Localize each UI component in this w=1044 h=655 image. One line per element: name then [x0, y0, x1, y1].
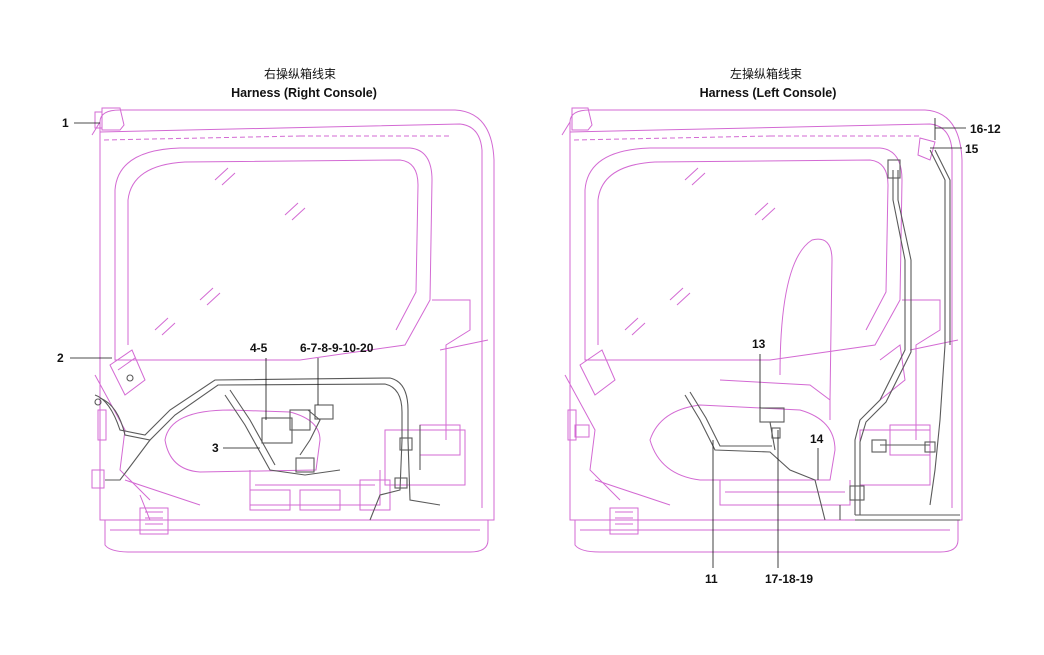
callout-15: 15 — [965, 142, 979, 156]
callout-11: 11 — [705, 572, 718, 586]
callout-4-5: 4-5 — [250, 341, 268, 355]
callout-14: 14 — [810, 432, 824, 446]
callout-6-20: 6-7-8-9-10-20 — [300, 341, 374, 355]
right-cab-outline — [91, 107, 495, 553]
left-callouts: 16-12 15 13 14 11 17-18-19 — [705, 118, 1001, 586]
left-panel-title-en: Harness (Left Console) — [700, 86, 837, 100]
left-console-panel: 左操纵箱线束 Harness (Left Console) — [561, 66, 1001, 586]
callout-17-19: 17-18-19 — [765, 572, 813, 586]
right-console-panel: 右操纵箱线束 Harness (Right Console) — [57, 66, 495, 553]
right-callouts: 1 2 3 4-5 6-7-8-9-10-20 — [57, 116, 374, 455]
callout-16-12: 16-12 — [970, 122, 1001, 136]
right-panel-title-en: Harness (Right Console) — [231, 86, 377, 100]
left-panel-title-cn: 左操纵箱线束 — [730, 66, 802, 81]
right-harness-wiring — [94, 374, 441, 521]
callout-1: 1 — [62, 116, 69, 130]
right-panel-title-cn: 右操纵箱线束 — [264, 66, 336, 81]
left-cab-outline — [561, 107, 963, 553]
callout-3: 3 — [212, 441, 219, 455]
callout-13: 13 — [752, 337, 766, 351]
left-harness-wiring — [684, 149, 960, 521]
callout-2: 2 — [57, 351, 64, 365]
